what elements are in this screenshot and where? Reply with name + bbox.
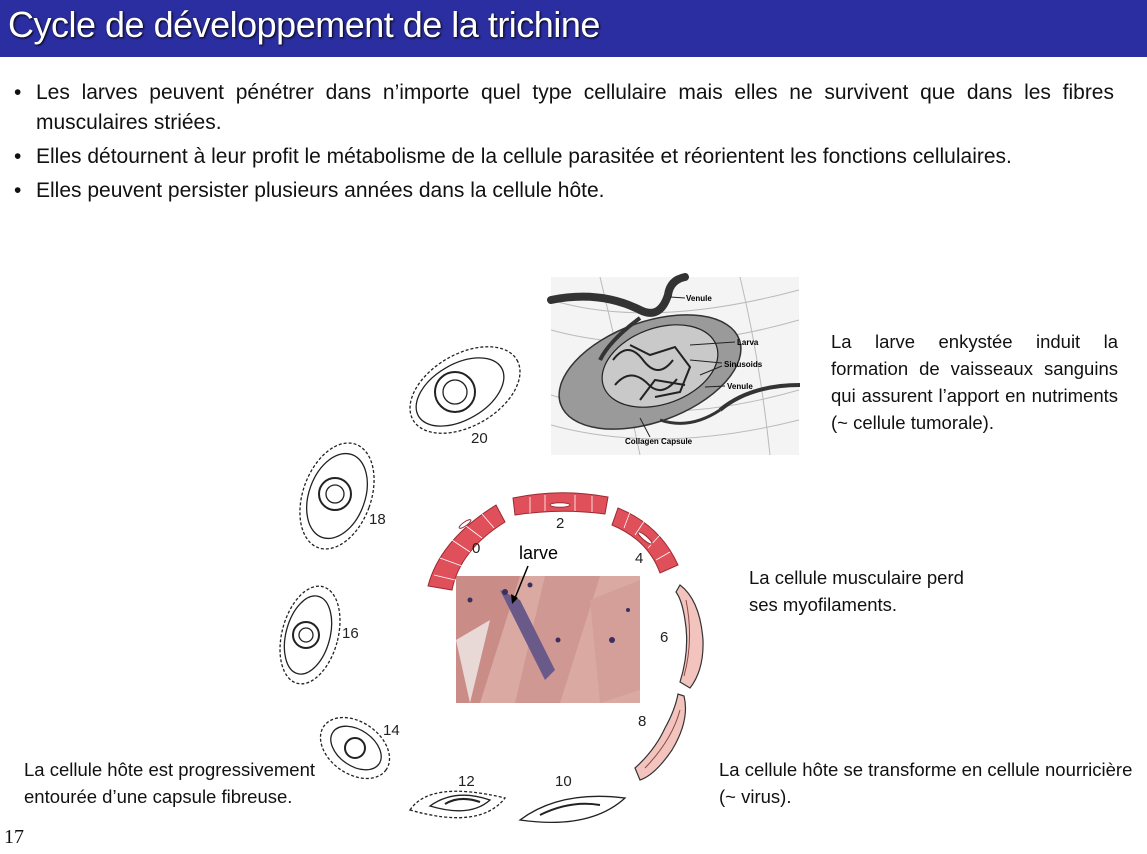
larva-label: Larva bbox=[737, 338, 759, 347]
larve-label: larve bbox=[519, 543, 558, 563]
caption-vessels: La larve enkystée induit la formation de… bbox=[831, 331, 1118, 433]
stage-number: 14 bbox=[383, 722, 400, 739]
caption-myofilaments: La cellule musculaire perd ses myofilame… bbox=[749, 567, 964, 615]
bullet-list: • Les larves peuvent pénétrer dans n’imp… bbox=[14, 78, 1114, 210]
bullet-text: Elles peuvent persister plusieurs années… bbox=[36, 179, 605, 202]
title-bar: Cycle de développement de la trichine bbox=[0, 0, 1147, 57]
bullet-text: Les larves peuvent pénétrer dans n’impor… bbox=[36, 81, 1114, 134]
bullet-dot: • bbox=[14, 179, 22, 202]
bullet-item: • Elles peuvent persister plusieurs anné… bbox=[14, 176, 1114, 206]
stage-numbers: 0 2 4 6 8 10 12 14 16 18 20 bbox=[342, 430, 668, 790]
stage-number: 12 bbox=[458, 773, 475, 790]
slide-title: Cycle de développement de la trichine bbox=[8, 4, 600, 45]
bullet-dot: • bbox=[14, 145, 22, 168]
caption-nurse-cell: La cellule hôte se transforme en cellule… bbox=[719, 759, 1133, 807]
bullet-item: • Elles détournent à leur profit le méta… bbox=[14, 142, 1114, 172]
nurse-cell-illustration: Venule Larva Sinusoids Venule Collagen C… bbox=[547, 273, 801, 456]
stage-number: 16 bbox=[342, 625, 359, 642]
stage-number: 10 bbox=[555, 773, 572, 790]
stage-number: 2 bbox=[556, 515, 564, 532]
page-number: 17 bbox=[4, 826, 24, 848]
stage-number: 4 bbox=[635, 550, 643, 567]
stage-number: 6 bbox=[660, 629, 668, 646]
venule-mid-label: Venule bbox=[727, 382, 753, 391]
stage-number: 8 bbox=[638, 713, 646, 730]
collagen-capsule-label: Collagen Capsule bbox=[625, 437, 693, 446]
sinusoids-label: Sinusoids bbox=[724, 360, 763, 369]
bullet-dot: • bbox=[14, 81, 22, 104]
stage-muscle-fibres bbox=[427, 492, 679, 591]
stage-number: 0 bbox=[472, 540, 480, 557]
venule-top-label: Venule bbox=[686, 294, 712, 303]
stage-cyst-drawings bbox=[279, 346, 627, 823]
stage-pink-cells bbox=[634, 584, 704, 781]
caption-capsule: La cellule hôte est progressivement ento… bbox=[24, 759, 316, 807]
stage-number: 20 bbox=[471, 430, 488, 447]
stage-number: 18 bbox=[369, 511, 386, 528]
histology-image bbox=[456, 565, 640, 703]
bullet-item: • Les larves peuvent pénétrer dans n’imp… bbox=[14, 78, 1114, 138]
bullet-text: Elles détournent à leur profit le métabo… bbox=[36, 145, 1012, 168]
